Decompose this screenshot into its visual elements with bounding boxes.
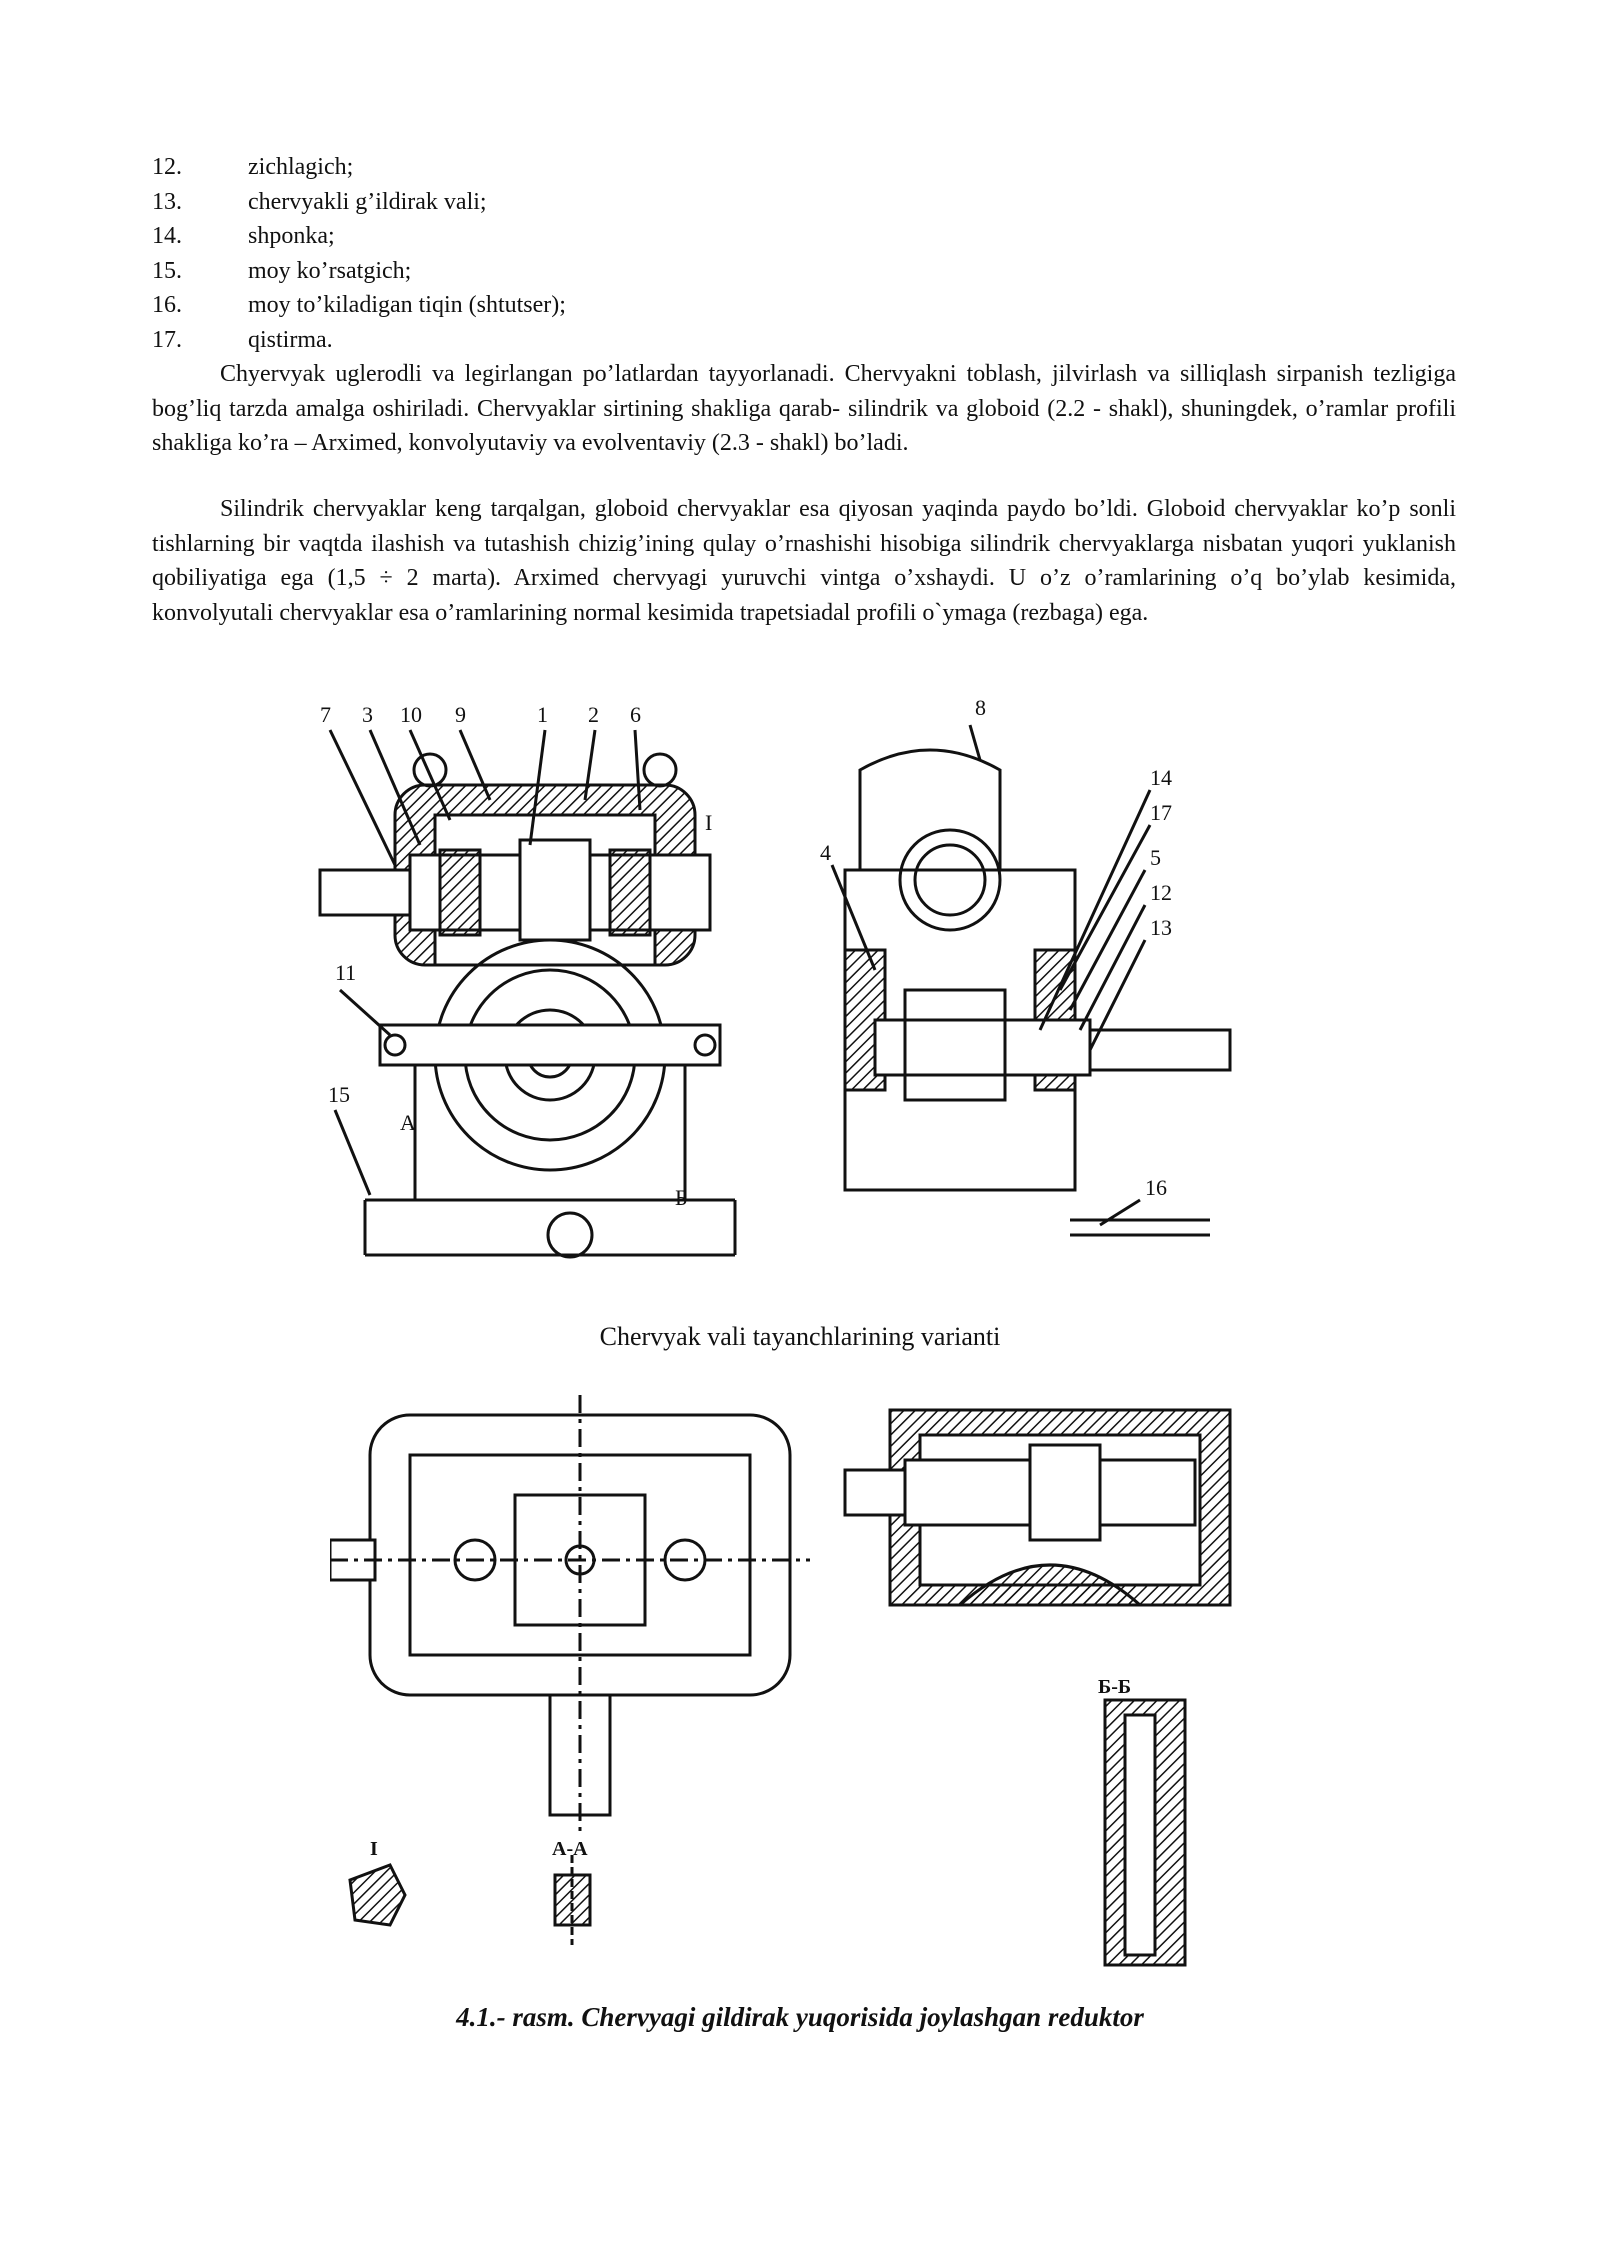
front-view (318, 729, 737, 1259)
list-number: 13. (152, 188, 182, 215)
callout-label: 6 (630, 702, 641, 727)
section-view (843, 1408, 1232, 1607)
callout-label: 16 (1145, 1175, 1167, 1200)
section-label: Б-Б (1098, 1676, 1131, 1698)
section-mark: Б (675, 1185, 688, 1210)
side-view-labels: 8 4 14 17 5 12 13 16 (820, 695, 1172, 1200)
reducer-drawing-top: 7 3 10 9 1 2 6 I 11 15 A Б (318, 695, 1232, 1259)
list-item: 15. moy ko’rsatgich; (152, 254, 566, 289)
callout-label: 17 (1150, 800, 1172, 825)
figure-caption-top: Chervyak vali tayanchlarining varianti (599, 1322, 1001, 1351)
list-item: 12. zichlagich; (152, 150, 566, 185)
list-number: 16. (152, 292, 182, 318)
reducer-drawing-bottom: Б-Б I А-А (330, 1395, 1232, 1967)
callout-label: 8 (975, 695, 986, 720)
list-text: zichlagich; (248, 154, 354, 180)
list-item: 16. moy to’kiladigan tiqin (shtutser); (152, 288, 566, 323)
list-text: chervyakli g’ildirak vali; (248, 188, 487, 215)
list-text: qistirma. (248, 326, 333, 353)
list-number: 17. (152, 326, 182, 353)
top-view (330, 1395, 810, 1835)
callout-label: I (705, 810, 712, 835)
section-label: А-А (552, 1838, 588, 1860)
paragraph-worm-materials: Chyervyak uglerodli va legirlangan po’la… (152, 361, 1456, 456)
callout-label: 9 (455, 702, 466, 727)
list-item: 17. qistirma. (152, 323, 566, 358)
list-number: 12. (152, 154, 182, 180)
list-number: 14. (152, 223, 182, 249)
list-item: 14. shponka; (152, 219, 566, 254)
callout-label: 5 (1150, 845, 1161, 870)
section-labels: Б-Б I А-А (370, 1676, 1131, 1860)
list-text: moy to’kiladigan tiqin (shtutser); (248, 292, 566, 318)
detail-label: I (370, 1838, 378, 1860)
list-text: moy ko’rsatgich; (248, 257, 412, 284)
list-item: 13. chervyakli g’ildirak vali; (152, 185, 566, 220)
detail-views (348, 1698, 1187, 1967)
list-number: 15. (152, 257, 182, 284)
callout-label: 13 (1150, 915, 1172, 940)
callout-label: 1 (537, 702, 548, 727)
callout-label: 2 (588, 702, 599, 727)
paragraph-worm-types: Silindrik chervyaklar keng tarqalgan, gl… (152, 496, 1456, 626)
callout-label: 3 (362, 702, 373, 727)
callout-label: 11 (335, 960, 356, 985)
section-mark: A (400, 1110, 416, 1135)
callout-label: 4 (820, 840, 831, 865)
front-view-labels: 7 3 10 9 1 2 6 I 11 15 A Б (320, 702, 712, 1210)
callout-label: 12 (1150, 880, 1172, 905)
callout-label: 10 (400, 702, 422, 727)
callout-label: 7 (320, 702, 331, 727)
list-text: shponka; (248, 223, 335, 249)
side-view (830, 724, 1232, 1237)
figure-caption-bottom: 4.1.- rasm. Chervyagi gildirak yuqorisid… (456, 2002, 1144, 2032)
parts-list: 12. zichlagich; 13. chervyakli g’ildirak v… (152, 150, 566, 357)
callout-label: 15 (328, 1082, 350, 1107)
callout-label: 14 (1150, 765, 1172, 790)
